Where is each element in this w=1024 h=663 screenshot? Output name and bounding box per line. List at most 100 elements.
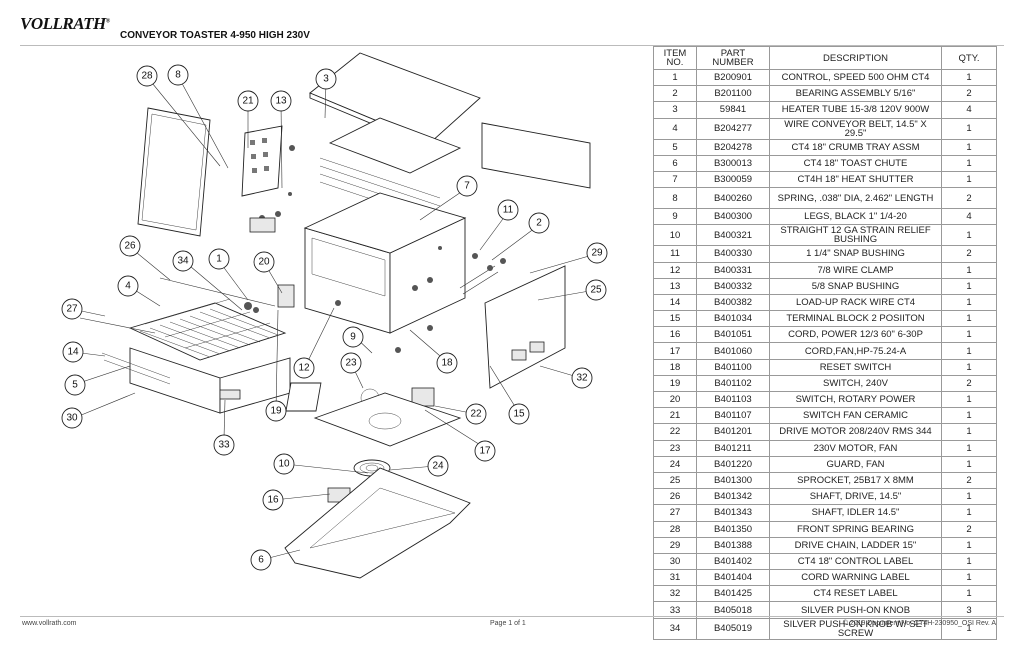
cell-description: WIRE CONVEYOR BELT, 14.5" X 29.5" bbox=[769, 117, 942, 140]
svg-text:18: 18 bbox=[441, 358, 453, 369]
cell-description: SWITCH FAN CERAMIC bbox=[769, 407, 942, 425]
cell-description: CT4 18" TOAST CHUTE bbox=[769, 154, 942, 172]
document-title: CONVEYOR TOASTER 4-950 HIGH 230V bbox=[120, 30, 310, 41]
cell-item-no: 33 bbox=[653, 601, 697, 619]
svg-text:29: 29 bbox=[591, 248, 603, 259]
cell-description: GUARD, FAN bbox=[769, 455, 942, 473]
cell-part-number: B405018 bbox=[696, 601, 770, 619]
cell-part-number: B401425 bbox=[696, 585, 770, 603]
cell-part-number: B401211 bbox=[696, 439, 770, 457]
cell-description: 7/8 WIRE CLAMP bbox=[769, 261, 942, 279]
cell-description: RESET SWITCH bbox=[769, 358, 942, 376]
svg-text:7: 7 bbox=[464, 181, 470, 192]
svg-text:22: 22 bbox=[470, 409, 482, 420]
svg-text:16: 16 bbox=[267, 495, 279, 506]
exploded-view-diagram: 28 8 21 13 3 7 11 2 29 25 32 15 18 17 22… bbox=[20, 48, 640, 608]
cell-qty: 1 bbox=[941, 617, 997, 640]
balloon-17: 17 bbox=[474, 440, 496, 462]
cell-qty: 1 bbox=[941, 585, 997, 603]
cell-description: SILVER PUSH-ON KNOB bbox=[769, 601, 942, 619]
footer-website: www.vollrath.com bbox=[22, 620, 77, 627]
cell-item-no: 6 bbox=[653, 154, 697, 172]
cell-qty: 2 bbox=[941, 245, 997, 263]
cell-item-no: 24 bbox=[653, 455, 697, 473]
conveyor-belt bbox=[128, 302, 287, 361]
svg-text:21: 21 bbox=[242, 96, 254, 107]
cell-description: SPRING, .038" DIA, 2.462" LENGTH bbox=[769, 187, 942, 210]
cell-description: SHAFT, IDLER 14.5" bbox=[769, 504, 942, 522]
svg-text:23: 23 bbox=[345, 358, 357, 369]
cell-part-number: B405019 bbox=[696, 617, 770, 640]
svg-text:27: 27 bbox=[66, 304, 78, 315]
cell-description: CORD,FAN,HP-75.24-A bbox=[769, 342, 942, 360]
balloon-30: 30 bbox=[61, 407, 83, 429]
cell-item-no: 32 bbox=[653, 585, 697, 603]
cell-qty: 2 bbox=[941, 187, 997, 210]
cell-qty: 1 bbox=[941, 261, 997, 279]
balloon-13: 13 bbox=[270, 90, 292, 112]
rear-panel bbox=[481, 122, 591, 189]
svg-text:6: 6 bbox=[258, 555, 264, 566]
balloon-20: 20 bbox=[253, 251, 275, 273]
cell-part-number: B401220 bbox=[696, 455, 770, 473]
svg-text:2: 2 bbox=[536, 218, 542, 229]
cell-item-no: 9 bbox=[653, 208, 697, 226]
front-panel bbox=[137, 107, 211, 237]
cell-description: SHAFT, DRIVE, 14.5" bbox=[769, 488, 942, 506]
svg-text:26: 26 bbox=[124, 241, 136, 252]
balloon-29: 29 bbox=[586, 242, 608, 264]
cell-qty: 1 bbox=[941, 407, 997, 425]
cell-part-number: B401051 bbox=[696, 326, 770, 344]
cell-part-number: B400382 bbox=[696, 293, 770, 312]
cell-item-no: 25 bbox=[653, 471, 697, 490]
cell-item-no: 21 bbox=[653, 407, 697, 425]
cell-item-no: 23 bbox=[653, 439, 697, 457]
cell-description: CORD, POWER 12/3 60" 6-30P bbox=[769, 326, 942, 344]
cell-qty: 1 bbox=[941, 439, 997, 457]
cell-description: SILVER PUSH-ON KNOB W/ SET SCREW bbox=[769, 617, 942, 640]
balloon-16: 16 bbox=[262, 489, 284, 511]
cell-item-no: 12 bbox=[653, 261, 697, 279]
cell-part-number: B400332 bbox=[696, 277, 770, 295]
cell-description: TERMINAL BLOCK 2 POSIITON bbox=[769, 310, 942, 328]
cell-description: DRIVE CHAIN, LADDER 15" bbox=[769, 536, 942, 554]
heat-shutter bbox=[328, 117, 462, 174]
cell-part-number: B401107 bbox=[696, 407, 770, 425]
cell-description: 1 1/4" SNAP BUSHING bbox=[769, 245, 942, 263]
cell-part-number: B400300 bbox=[696, 208, 770, 226]
mount-plate bbox=[313, 392, 462, 447]
svg-text:8: 8 bbox=[175, 70, 181, 81]
cell-qty: 1 bbox=[941, 358, 997, 376]
svg-text:14: 14 bbox=[67, 347, 79, 358]
cell-part-number: B401102 bbox=[696, 374, 770, 393]
svg-text:25: 25 bbox=[590, 285, 602, 296]
cell-qty: 1 bbox=[941, 390, 997, 409]
cell-part-number: B401034 bbox=[696, 310, 770, 328]
balloon-33: 33 bbox=[213, 434, 235, 456]
balloon-21: 21 bbox=[237, 90, 259, 112]
cell-part-number: B300059 bbox=[696, 170, 770, 189]
cell-part-number: B300013 bbox=[696, 154, 770, 172]
cell-part-number: B401103 bbox=[696, 390, 770, 409]
cell-part-number: B400260 bbox=[696, 187, 770, 210]
cell-qty: 2 bbox=[941, 85, 997, 103]
cell-qty: 1 bbox=[941, 310, 997, 328]
cell-description: BEARING ASSEMBLY 5/16" bbox=[769, 85, 942, 103]
cell-qty: 1 bbox=[941, 277, 997, 295]
cell-qty: 1 bbox=[941, 224, 997, 247]
balloon-11: 11 bbox=[497, 199, 519, 221]
cell-part-number: B400321 bbox=[696, 224, 770, 247]
svg-text:1: 1 bbox=[216, 254, 222, 265]
